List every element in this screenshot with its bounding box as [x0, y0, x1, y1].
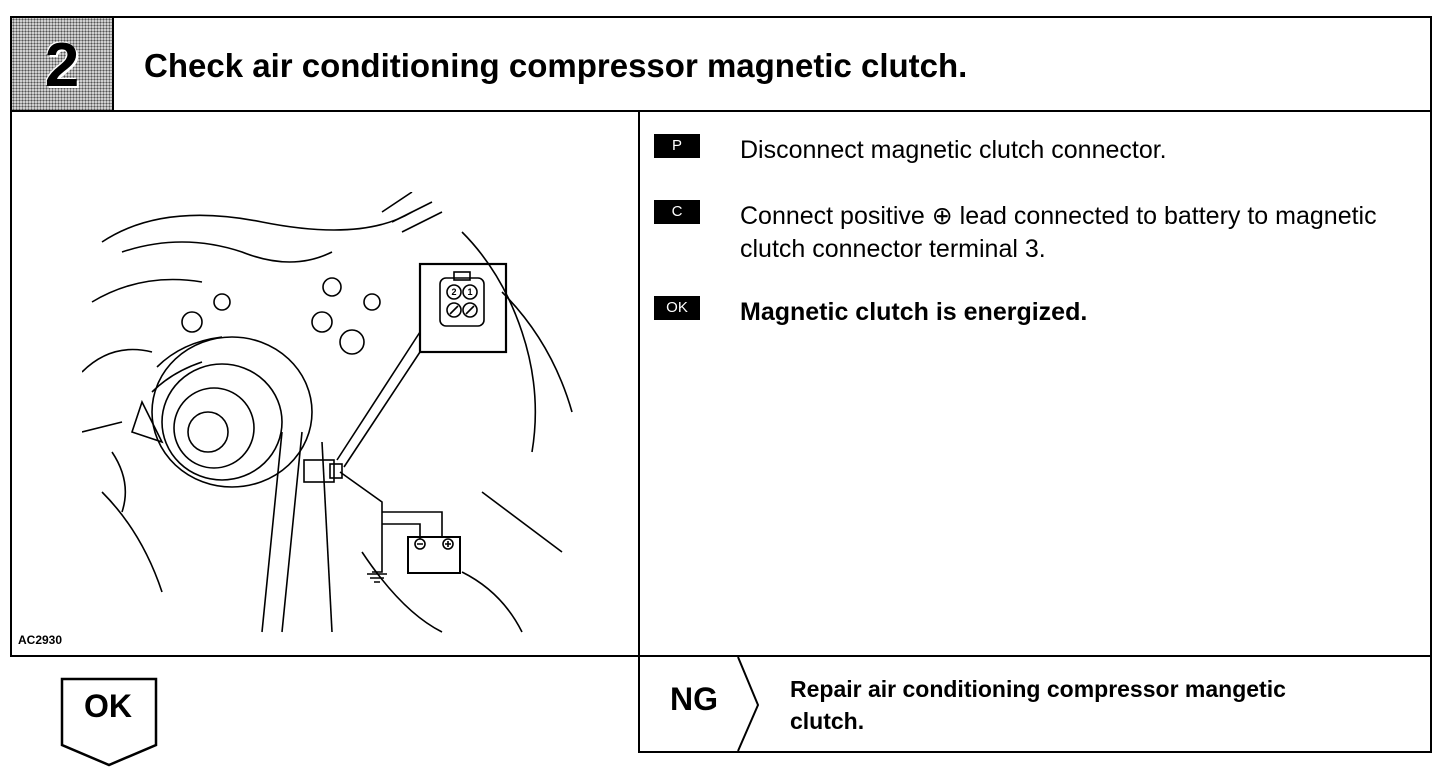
step-tag: OK — [654, 296, 700, 320]
procedure-step: OK Magnetic clutch is energized. — [654, 296, 1420, 329]
step-text: Disconnect magnetic clutch connector. — [740, 136, 1167, 164]
procedure-step: C Connect positive ⊕ lead connected to b… — [654, 200, 1420, 266]
procedure-step: P Disconnect magnetic clutch connector. — [654, 134, 1420, 167]
engine-bay-illustration: 2 1 — [82, 192, 573, 633]
step-tag: P — [654, 134, 700, 158]
terminal-label: 1 — [467, 287, 472, 297]
step-number-box — [12, 18, 114, 110]
ng-chevron-divider — [737, 657, 760, 752]
ng-branch-label: NG — [670, 681, 718, 717]
figure-code: AC2930 — [18, 633, 63, 647]
step-text: Magnetic clutch is energized. — [740, 298, 1088, 326]
ng-branch-text: Repair air conditioning compressor mange… — [790, 676, 1286, 734]
instruction-panel: P Disconnect magnetic clutch connector. … — [638, 112, 1432, 657]
page-title: Check air conditioning compressor magnet… — [144, 47, 968, 84]
step-tag: C — [654, 200, 700, 224]
ok-branch-label: OK — [84, 688, 132, 724]
step-text: Connect positive ⊕ lead connected to bat… — [740, 202, 1377, 263]
ng-branch-box: NG Repair air conditioning compressor ma… — [638, 657, 1432, 753]
illustration-panel: 2 1 AC2930 — [10, 112, 640, 657]
step-header: 2 Check air conditioning compressor magn… — [10, 16, 1432, 112]
step-number: 2 — [44, 31, 80, 100]
ok-arrow-shape — [60, 677, 158, 767]
terminal-label: 2 — [451, 287, 456, 297]
